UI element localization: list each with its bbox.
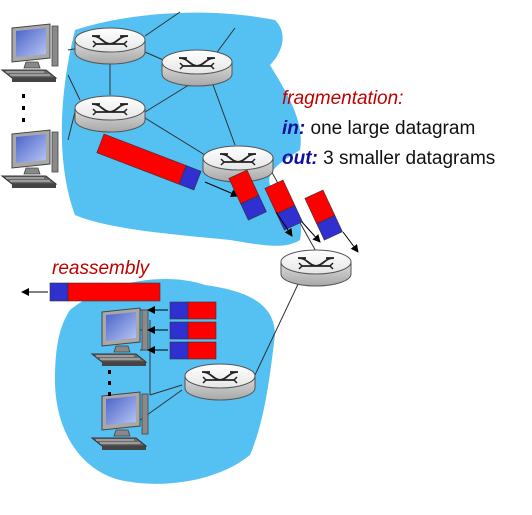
reassembly-label: reassembly — [52, 258, 150, 279]
fragment-datagram — [264, 179, 303, 231]
fragmentation-label: fragmentation: — [282, 88, 404, 109]
large-datagram — [96, 133, 202, 191]
arriving-fragments — [169, 301, 217, 360]
router-icon — [161, 49, 233, 87]
desktop-computer-icon — [1, 23, 59, 83]
in-keyword: in: — [282, 118, 306, 139]
desktop-computer-icon — [1, 129, 59, 189]
router-icon — [74, 95, 146, 133]
in-text: one large datagram — [310, 118, 476, 139]
out-text: 3 smaller datagrams — [323, 148, 496, 169]
out-keyword: out: — [282, 148, 318, 169]
vertical-dots — [108, 370, 111, 396]
fragment-datagram — [304, 189, 343, 241]
vertical-dots — [22, 94, 25, 122]
router-icon — [74, 27, 146, 65]
reassembled-datagram — [49, 282, 161, 302]
router-icon — [280, 249, 352, 287]
out-description: out: 3 smaller datagrams — [282, 148, 495, 170]
router-icon — [184, 363, 256, 401]
in-description: in: one large datagram — [282, 118, 475, 140]
fragment-datagram — [228, 169, 267, 221]
